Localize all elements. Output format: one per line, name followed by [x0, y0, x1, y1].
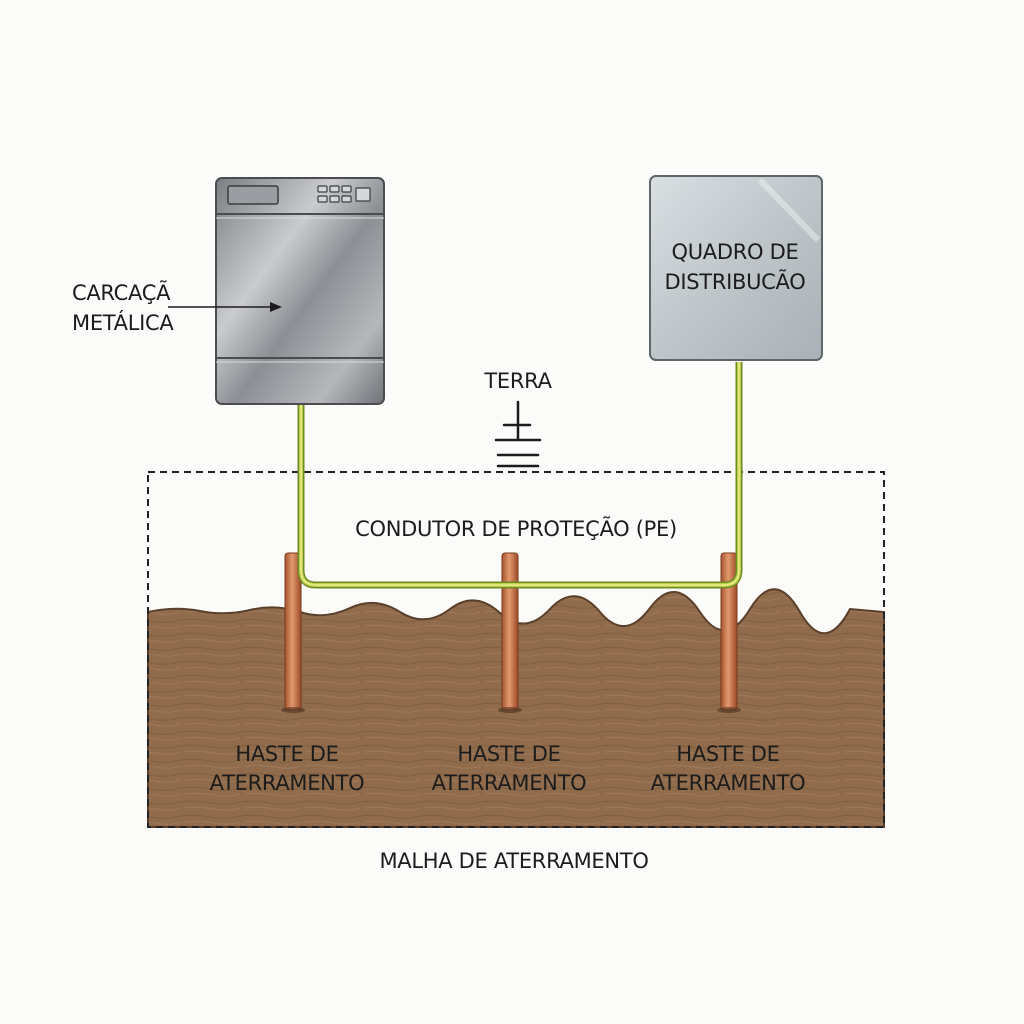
carcass-arrow [168, 302, 282, 312]
carcass-label-line1: CARCAÇÃ [72, 279, 171, 305]
appliance-display [227, 185, 279, 205]
rod-3-label-line1: HASTE DE [676, 742, 779, 766]
rod-3-label-line2: ATERRAMENTO [651, 771, 806, 795]
protective-conductor [297, 362, 743, 589]
rod-1-label-line1: HASTE DE [235, 742, 338, 766]
mesh-label: MALHA DE ATERRAMENTO [379, 849, 648, 873]
rod-1-label-line2: ATERRAMENTO [210, 771, 365, 795]
terra-label: TERRA [483, 369, 552, 393]
earth-ground-icon [494, 400, 542, 468]
rod-2 [498, 552, 522, 713]
carcass-label-line2: METÁLICA [72, 310, 174, 335]
rod-2-label-line1: HASTE DE [457, 742, 560, 766]
rod-3 [717, 552, 741, 713]
appliance-buttons [317, 185, 371, 203]
metal-appliance [215, 177, 385, 405]
conductor-label: CONDUTOR DE PROTEÇÃO (PE) [355, 515, 677, 541]
panel-label-line2: DISTRIBUCÃO [665, 268, 806, 294]
distribution-panel [649, 175, 823, 361]
rod-2-label-line2: ATERRAMENTO [432, 771, 587, 795]
rod-1 [281, 552, 305, 713]
grounding-mesh-boundary [147, 471, 885, 828]
panel-label-line1: QUADRO DE [672, 240, 799, 264]
